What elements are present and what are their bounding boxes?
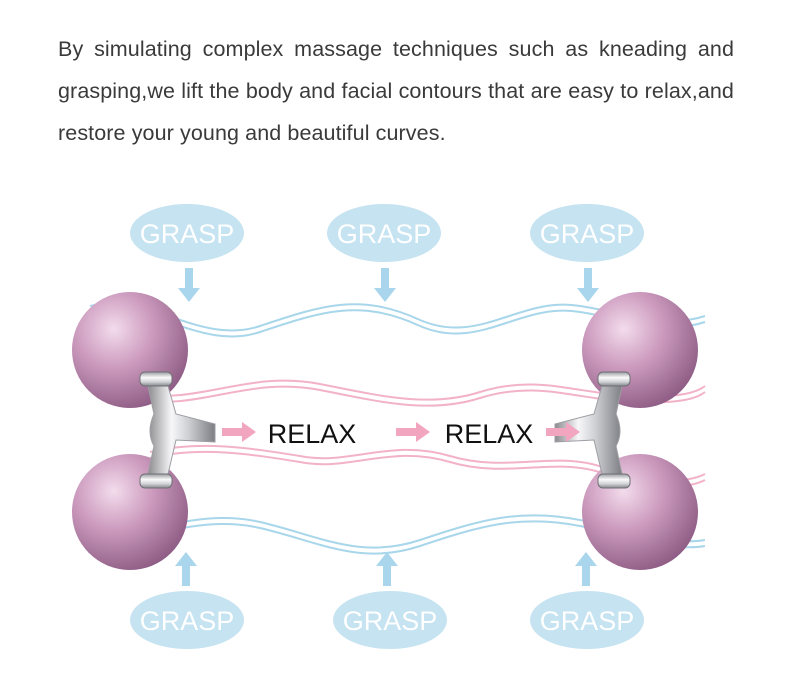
grasp-label: GRASP	[140, 606, 235, 636]
arrow-right-icon	[396, 422, 430, 442]
pearl-ball-bottom-left	[72, 454, 188, 570]
arrow-down-icon	[374, 268, 396, 302]
pearl-ball-top-left	[72, 292, 188, 408]
grasp-bubble-bottom-right: GRASP	[530, 591, 644, 649]
pearl-ball-top-right	[582, 292, 698, 408]
pearl-ball-bottom-right	[582, 454, 698, 570]
relax-label-right: RELAX	[445, 419, 534, 449]
grasp-label: GRASP	[140, 219, 235, 249]
arrow-down-icon	[178, 268, 200, 302]
arrow-up-icon	[376, 552, 398, 586]
arrow-right-icon	[222, 422, 256, 442]
grasp-bubble-top-right: GRASP	[530, 204, 644, 262]
grasp-label: GRASP	[540, 219, 635, 249]
grasp-label: GRASP	[540, 606, 635, 636]
roller-collar-top-left	[139, 371, 173, 387]
grasp-bubble-top-center: GRASP	[327, 204, 441, 262]
grasp-bubble-bottom-center: GRASP	[333, 591, 447, 649]
massage-roller-icon	[72, 292, 216, 570]
roller-collar-bottom-left	[139, 473, 173, 489]
description-text: By simulating complex massage techniques…	[58, 37, 734, 145]
grasp-bubble-top-left: GRASP	[130, 204, 244, 262]
roller-handle-left	[147, 385, 216, 475]
grasp-label: GRASP	[337, 219, 432, 249]
roller-handle-right	[554, 385, 623, 475]
grasp-label: GRASP	[343, 606, 438, 636]
roller-collar-top-right	[597, 371, 631, 387]
massage-roller-icon	[554, 292, 698, 570]
grasp-bubble-bottom-left: GRASP	[130, 591, 244, 649]
arrow-up-icon	[575, 552, 597, 586]
grasp-arrows-bottom	[175, 552, 597, 586]
relax-arrows	[222, 422, 580, 442]
massage-diagram: RELAX RELAX GRASP GRASP GRASP GRASP	[72, 204, 706, 649]
arrow-right-icon	[546, 422, 580, 442]
arrow-down-icon	[577, 268, 599, 302]
roller-collar-bottom-right	[597, 473, 631, 489]
wave-lines	[87, 302, 706, 555]
grasp-bubbles-bottom: GRASP GRASP GRASP	[130, 591, 644, 649]
grasp-bubbles-top: GRASP GRASP GRASP	[130, 204, 644, 262]
grasp-arrows-top	[178, 268, 599, 302]
relax-label-left: RELAX	[268, 419, 357, 449]
arrow-up-icon	[175, 552, 197, 586]
